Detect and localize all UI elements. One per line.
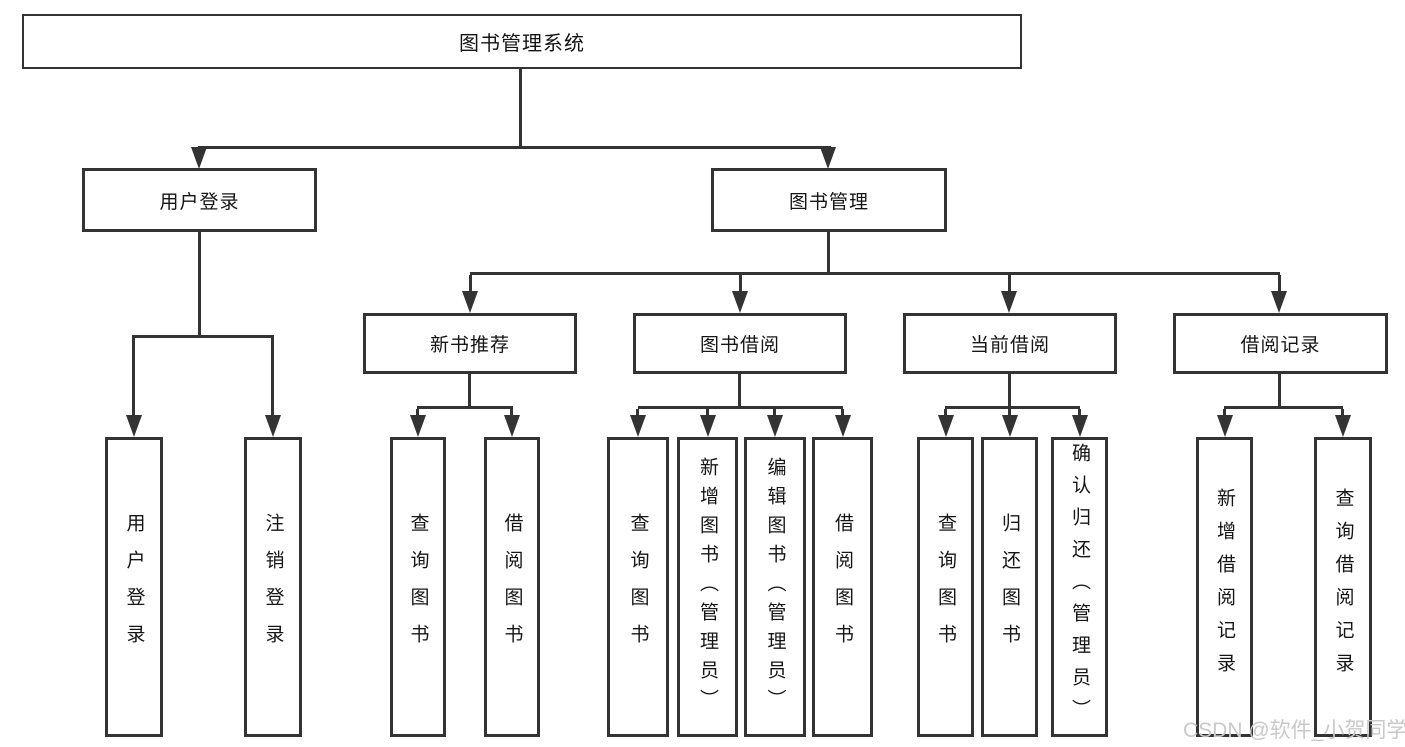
arrow-stem [271,338,274,415]
node-new-book-recommend: 新书推荐 [363,313,577,374]
connector-hline [638,406,843,409]
connector-vline [827,232,830,272]
connector-hline [470,272,1280,275]
arrow-to-new-book-recommend [462,291,478,313]
arrow-stem [706,409,709,415]
leaf-user-login: 用户登录 [105,437,163,737]
leaf-add-book-admin: 新增图书（管理员） [677,437,738,737]
arrow-to-leaf [410,415,426,437]
leaf-query-borrow-record: 查询借阅记录 [1314,437,1372,737]
connector-hline [417,406,513,409]
connector-hline [198,146,831,149]
leaf-query-book-newrec: 查询图书 [390,437,446,737]
connector-hline [945,406,1080,409]
arrow-stem [510,409,513,415]
arrow-to-leaf [504,415,520,437]
arrow-to-user-login [191,147,207,169]
arrow-to-current-borrowing [1001,291,1017,313]
arrow-to-leaf [767,415,783,437]
leaf-query-book-current: 查询图书 [917,437,974,737]
arrow-to-leaf [630,415,646,437]
arrow-stem [1223,409,1226,415]
connector-vline [468,374,471,406]
node-library-system: 图书管理系统 [22,14,1022,69]
arrow-stem [1078,409,1081,415]
arrow-to-leaf [700,415,716,437]
leaf-edit-book-admin: 编辑图书（管理员） [744,437,806,737]
arrow-to-leaf [1002,415,1018,437]
arrow-stem [773,409,776,415]
connector-vline [1008,374,1011,406]
connector-vline [1278,374,1281,406]
connector-vline [738,374,741,406]
leaf-confirm-return-admin: 确认归还（管理员） [1051,437,1108,737]
arrow-stem [1008,275,1011,291]
leaf-borrow-book-borrowing: 借阅图书 [812,437,873,737]
arrow-stem [469,275,472,291]
arrow-to-borrowing-records [1271,291,1287,313]
arrow-to-leaf [1335,415,1351,437]
node-borrowing-records: 借阅记录 [1173,313,1388,374]
leaf-query-book-borrowing: 查询图书 [607,437,669,737]
node-book-borrowing: 图书借阅 [633,313,847,374]
arrow-stem [416,409,419,415]
leaf-return-book: 归还图书 [981,437,1038,737]
connector-hline [1224,406,1343,409]
connector-vline [519,69,522,146]
arrow-to-leaf-logout [265,415,281,437]
node-book-management: 图书管理 [711,168,947,232]
arrow-to-leaf [938,415,954,437]
arrow-to-leaf [1217,415,1233,437]
arrow-to-book-management [820,147,836,169]
node-current-borrowing: 当前借阅 [903,313,1117,374]
arrow-stem [1278,275,1281,291]
arrow-stem [1008,409,1011,415]
arrow-stem [739,275,742,291]
connector-hline [132,335,274,338]
arrow-to-book-borrowing [732,291,748,313]
arrow-to-leaf [835,415,851,437]
node-user-login: 用户登录 [82,168,317,232]
leaf-logout: 注销登录 [244,437,302,737]
arrow-stem [132,338,135,415]
arrow-stem [841,409,844,415]
arrow-to-leaf [1072,415,1088,437]
leaf-borrow-book-newrec: 借阅图书 [484,437,540,737]
csdn-watermark: CSDN @软件_小贺同学 [1183,719,1405,742]
leaf-add-borrow-record: 新增借阅记录 [1196,437,1253,737]
connector-vline [198,232,201,335]
arrow-stem [944,409,947,415]
arrow-stem [1341,409,1344,415]
arrow-stem [636,409,639,415]
arrow-to-leaf-user-login [126,415,142,437]
